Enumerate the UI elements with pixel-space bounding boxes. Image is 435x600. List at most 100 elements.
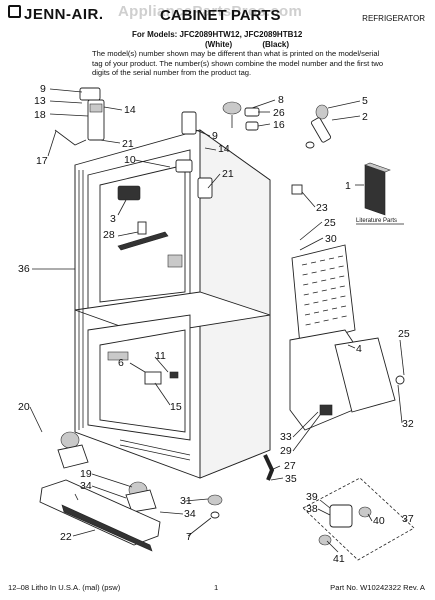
footer-page-number: 1 xyxy=(214,583,219,592)
callout-40: 40 xyxy=(373,515,385,527)
callout-3: 3 xyxy=(110,213,116,225)
callout-37: 37 xyxy=(402,513,414,525)
vent-slot xyxy=(338,265,344,268)
vent-slot xyxy=(313,301,319,304)
vent-slot xyxy=(312,291,318,294)
callout-8: 8 xyxy=(278,94,284,106)
callout-5: 5 xyxy=(362,95,368,107)
vent-slot xyxy=(340,305,347,308)
callout-35: 35 xyxy=(285,473,297,485)
toe-grille xyxy=(39,479,161,552)
footer-litho: 12–08 Litho In U.S.A. (mal) (psw) xyxy=(8,583,121,592)
page-title: CABINET PARTS xyxy=(160,7,281,24)
vent-slot xyxy=(322,299,328,302)
part-31 xyxy=(207,494,223,506)
vent-slot xyxy=(320,269,326,272)
vent-slot xyxy=(337,255,344,258)
brand-logo: JENN-AIR. xyxy=(8,5,104,23)
machine-compartment xyxy=(289,329,405,431)
upper-left-hinge xyxy=(54,87,105,146)
callout-21-left: 21 xyxy=(122,138,134,150)
vent-slot xyxy=(304,313,311,316)
vent-slot xyxy=(303,293,309,296)
callout-27: 27 xyxy=(284,460,296,472)
vent-slot xyxy=(332,317,338,320)
callout-34-bottom: 34 xyxy=(184,508,196,520)
callout-1: 1 xyxy=(345,180,351,192)
callout-38: 38 xyxy=(306,503,318,515)
vent-slot xyxy=(321,279,327,282)
detail-box xyxy=(302,477,415,561)
callout-13: 13 xyxy=(34,95,46,107)
callout-14-left: 14 xyxy=(124,104,136,116)
vent-slot xyxy=(304,303,310,306)
callout-41: 41 xyxy=(333,553,345,565)
vent-slot xyxy=(341,315,347,318)
vent-slot xyxy=(313,311,320,314)
lower-internals xyxy=(107,351,179,385)
vent-slot xyxy=(323,319,329,322)
footer-part-number: Part No. W10242322 Rev. A xyxy=(330,583,425,592)
callout-19: 19 xyxy=(80,468,92,480)
vent-slot xyxy=(311,271,317,274)
rear-access-cover xyxy=(291,244,356,346)
vent-slot xyxy=(339,285,345,288)
callout-31: 31 xyxy=(180,495,192,507)
leader-lines xyxy=(29,88,405,553)
callout-7: 7 xyxy=(186,531,192,543)
cabinet-body xyxy=(74,129,271,479)
brand-logo-mark xyxy=(8,5,21,18)
vent-slot xyxy=(340,295,346,298)
vent-slot xyxy=(303,283,309,286)
callout-36: 36 xyxy=(18,263,30,275)
callout-26: 26 xyxy=(273,107,285,119)
callout-labels: 9 13 18 17 14 21 10 14 9 3 28 36 8 26 16… xyxy=(18,83,414,565)
appliance-type: REFRIGERATOR xyxy=(362,14,425,23)
vent-slot xyxy=(314,321,320,324)
vent-slot xyxy=(302,273,308,276)
callout-39: 39 xyxy=(306,491,318,503)
callout-9-top-left: 9 xyxy=(40,83,46,95)
part-23-clip xyxy=(291,184,303,195)
callout-20: 20 xyxy=(18,401,30,413)
vent-slot xyxy=(330,277,336,280)
control-module xyxy=(117,185,183,268)
model-colors: (White) (Black) xyxy=(205,40,289,49)
vent-slot xyxy=(305,323,311,326)
vent-slot xyxy=(339,275,345,278)
callout-9-center: 9 xyxy=(212,130,218,142)
vent-slot xyxy=(331,307,338,310)
brand-name: JENN-AIR. xyxy=(24,6,104,23)
vent-slot xyxy=(330,287,336,290)
literature-label: Literature Parts xyxy=(356,218,397,224)
callout-30: 30 xyxy=(325,233,337,245)
upper-right-hinge xyxy=(175,111,213,199)
model-numbers: For Models: JFC2089HTW12, JFC2089HTB12 xyxy=(132,30,303,39)
callout-23: 23 xyxy=(316,202,328,214)
callout-16: 16 xyxy=(273,119,285,131)
callout-33: 33 xyxy=(280,431,292,443)
vent-slot xyxy=(319,259,326,262)
roller-assemblies xyxy=(57,431,157,513)
vent-slot xyxy=(322,309,329,312)
vent-slot xyxy=(331,297,337,300)
callout-2: 2 xyxy=(362,111,368,123)
callout-14-right: 14 xyxy=(218,143,230,155)
callout-15: 15 xyxy=(170,401,182,413)
callout-25-right: 25 xyxy=(398,328,410,340)
callout-18: 18 xyxy=(34,109,46,121)
literature-book xyxy=(364,162,391,216)
callout-6: 6 xyxy=(118,357,124,369)
callout-28: 28 xyxy=(103,229,115,241)
vent-slot xyxy=(321,289,327,292)
part-7 xyxy=(210,511,220,519)
water-tube xyxy=(263,454,275,481)
callout-4: 4 xyxy=(356,343,362,355)
vent-slot xyxy=(310,261,317,264)
callout-34-left: 34 xyxy=(80,480,92,492)
callout-17: 17 xyxy=(36,155,48,167)
callout-21-right: 21 xyxy=(222,168,234,180)
callout-32: 32 xyxy=(402,418,414,430)
vent-slot xyxy=(312,281,318,284)
